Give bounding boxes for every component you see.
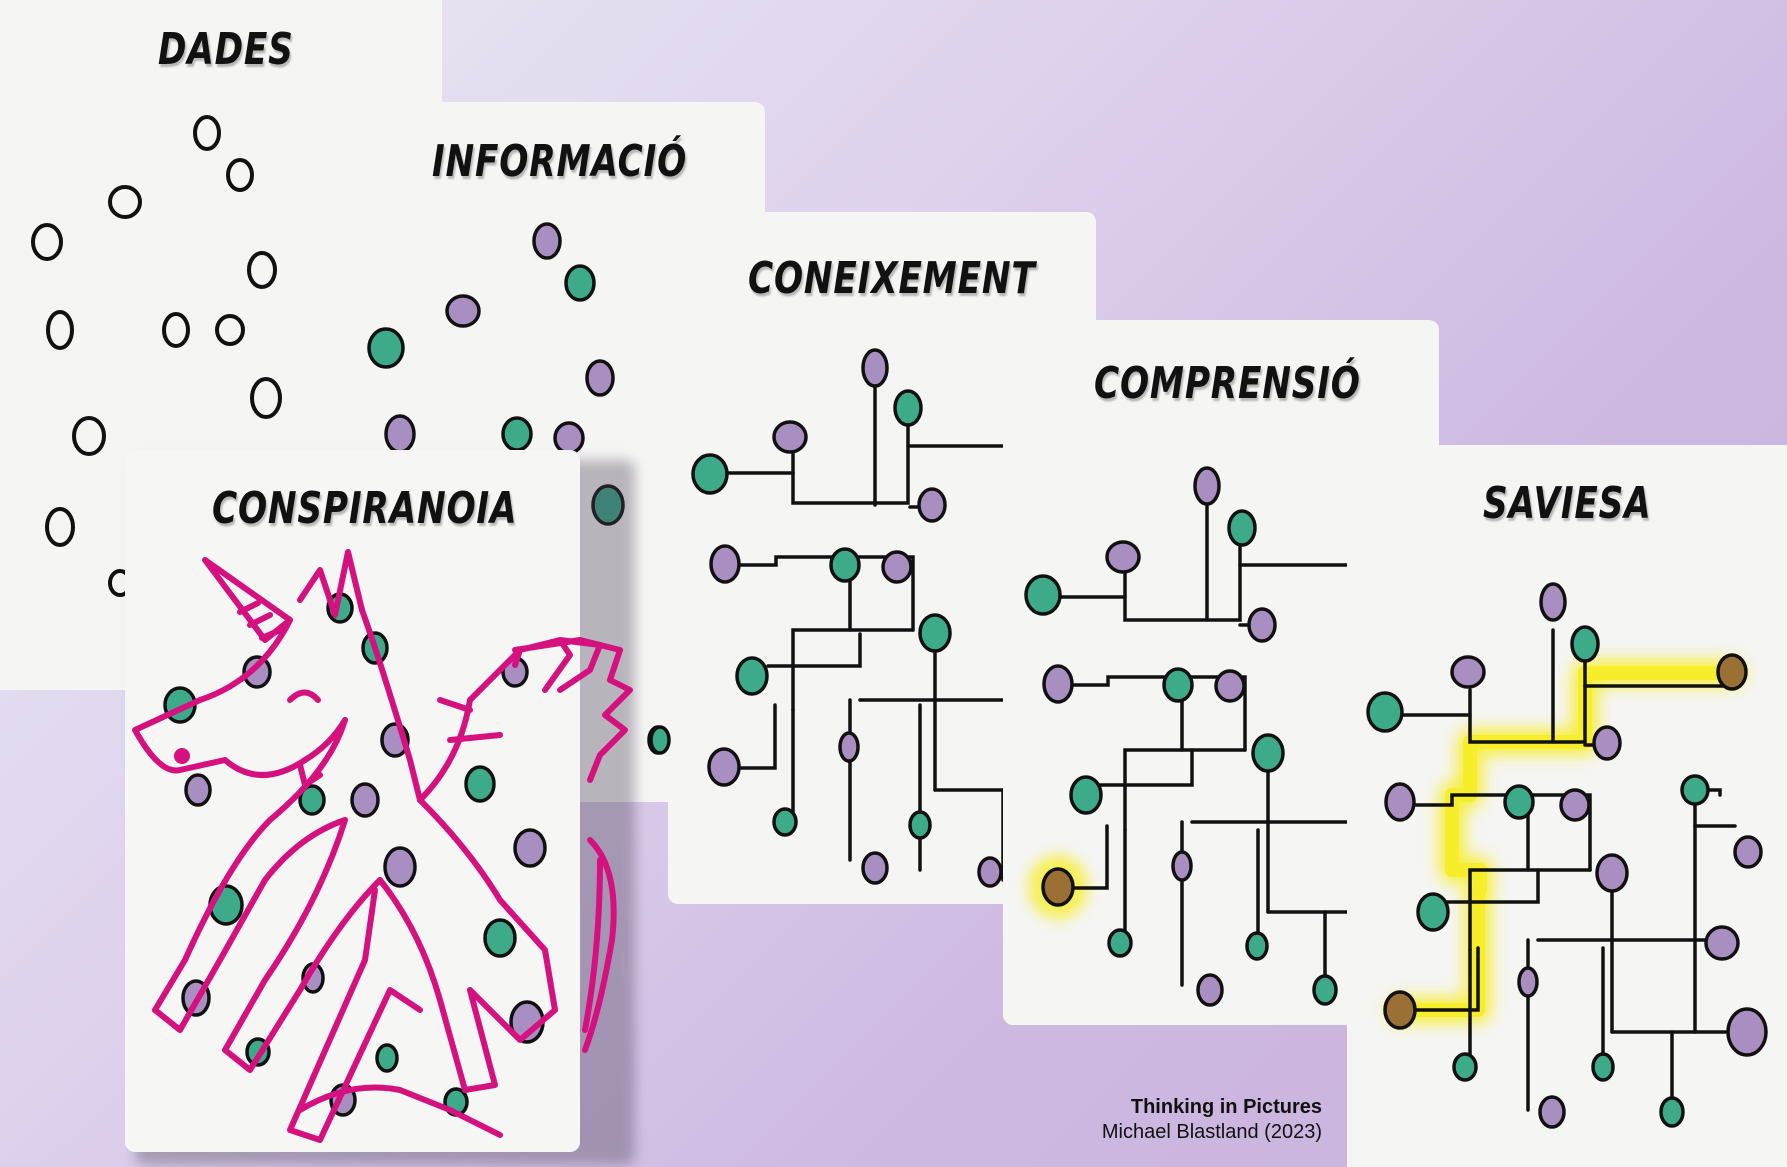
data-dot xyxy=(108,185,142,219)
title-saviesa: SAVIESA xyxy=(1483,478,1652,529)
title-comprensio: COMPRENSIÓ xyxy=(1094,358,1361,409)
title-informacio: INFORMACIÓ xyxy=(432,136,688,187)
data-dot xyxy=(226,158,254,192)
data-dot xyxy=(247,251,277,289)
data-dot xyxy=(72,416,106,456)
data-dot xyxy=(215,314,245,346)
credit-title: Thinking in Pictures xyxy=(1130,1096,1322,1118)
information-dots xyxy=(367,222,669,755)
data-dot xyxy=(31,223,63,261)
data-dots xyxy=(31,115,282,597)
understanding-network xyxy=(1024,466,1347,1007)
title-coneixement: CONEIXEMENT xyxy=(748,253,1036,304)
data-dot xyxy=(45,507,75,547)
credit-author: Michael Blastland (2023) xyxy=(1101,1121,1322,1143)
data-dot xyxy=(250,377,282,419)
title-dades: DADES xyxy=(158,24,294,75)
data-dot xyxy=(162,312,190,348)
credit: Thinking in Pictures Michael Blastland (… xyxy=(1060,1095,1322,1145)
data-dot xyxy=(193,115,221,151)
knowledge-network xyxy=(691,348,1003,888)
title-conspiranoia: CONSPIRANOIA xyxy=(212,483,518,534)
data-dot xyxy=(46,310,74,350)
